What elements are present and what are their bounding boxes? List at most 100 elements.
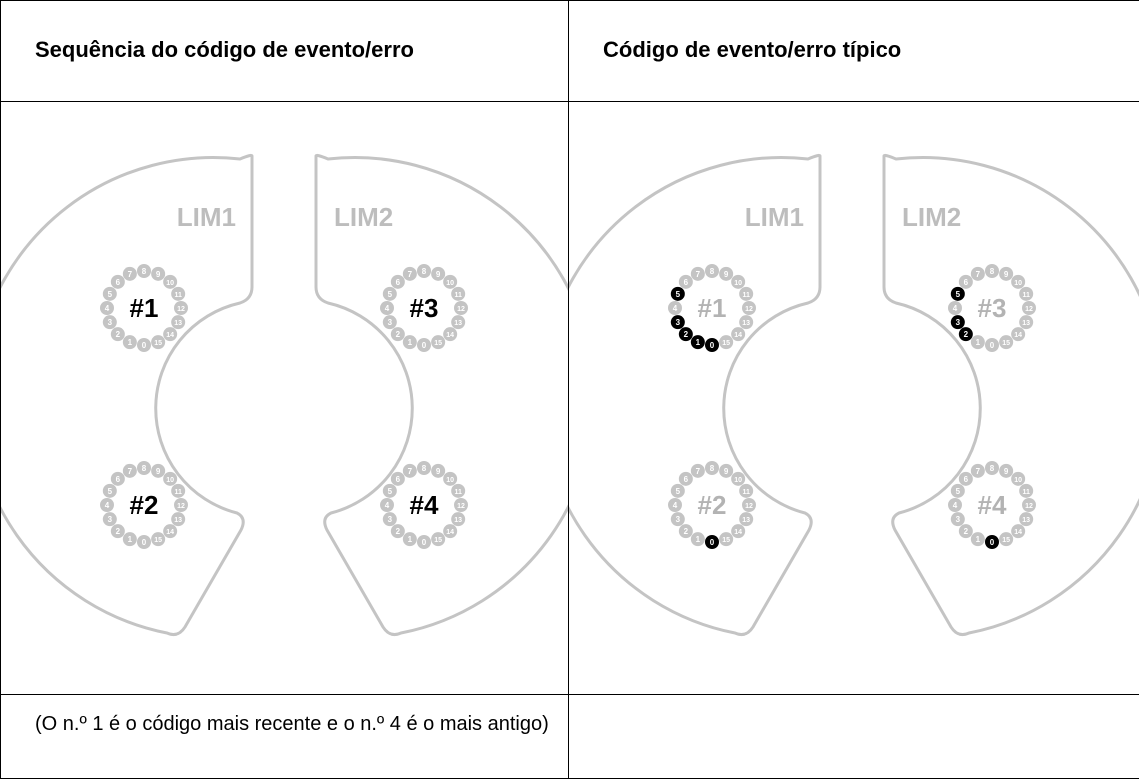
code-dot-label: 3 — [108, 318, 113, 327]
code-dot-0: 0 — [705, 338, 719, 352]
code-dot-15: 15 — [151, 532, 165, 546]
code-dot-12: 12 — [742, 498, 756, 512]
code-dot-4: 4 — [380, 498, 394, 512]
code-dot-5: 5 — [383, 287, 397, 301]
code-dot-9: 9 — [719, 267, 733, 281]
code-dot-7: 7 — [971, 267, 985, 281]
code-dot-14: 14 — [1011, 524, 1025, 538]
note-cell: (O n.º 1 é o código mais recente e o n.º… — [1, 695, 569, 779]
code-dot-label: 12 — [457, 306, 465, 313]
code-dot-label: 13 — [174, 320, 182, 327]
ring-label: #1 — [698, 293, 727, 323]
header-cell-sequence: Sequência do código de evento/erro — [1, 1, 569, 102]
code-dot-5: 5 — [103, 484, 117, 498]
code-dot-5: 5 — [383, 484, 397, 498]
code-dot-14: 14 — [731, 524, 745, 538]
code-dot-label: 15 — [722, 340, 730, 347]
code-dot-13: 13 — [451, 512, 465, 526]
code-dot-label: 6 — [964, 475, 969, 484]
code-dot-label: 8 — [710, 267, 715, 276]
code-dot-3: 3 — [383, 512, 397, 526]
code-dot-label: 2 — [684, 330, 689, 339]
code-dot-label: 0 — [990, 341, 995, 350]
code-dot-label: 10 — [1014, 477, 1022, 484]
code-dot-10: 10 — [1011, 472, 1025, 486]
code-dot-label: 14 — [166, 529, 174, 536]
code-dot-12: 12 — [1022, 301, 1036, 315]
code-dot-label: 0 — [142, 538, 147, 547]
code-dot-label: 12 — [177, 306, 185, 313]
code-dot-label: 15 — [154, 537, 162, 544]
code-dot-label: 5 — [676, 487, 681, 496]
code-dot-label: 7 — [128, 467, 133, 476]
code-dot-8: 8 — [417, 461, 431, 475]
code-dot-7: 7 — [403, 464, 417, 478]
code-dot-label: 4 — [385, 501, 390, 510]
code-dot-7: 7 — [691, 464, 705, 478]
code-dot-label: 6 — [964, 278, 969, 287]
code-dot-label: 10 — [1014, 280, 1022, 287]
code-dot-label: 5 — [108, 487, 113, 496]
code-dot-12: 12 — [454, 301, 468, 315]
code-dot-13: 13 — [171, 315, 185, 329]
code-dot-13: 13 — [451, 315, 465, 329]
code-dot-2: 2 — [391, 327, 405, 341]
code-dot-label: 12 — [1025, 503, 1033, 510]
code-dot-label: 8 — [422, 267, 427, 276]
code-dot-label: 0 — [710, 538, 715, 547]
code-dot-label: 13 — [454, 320, 462, 327]
code-dot-label: 11 — [1022, 292, 1030, 299]
code-dot-label: 10 — [734, 477, 742, 484]
code-dot-label: 6 — [396, 278, 401, 287]
code-dot-label: 9 — [156, 270, 161, 279]
code-dot-3: 3 — [951, 512, 965, 526]
code-dot-label: 14 — [166, 332, 174, 339]
code-dot-12: 12 — [174, 498, 188, 512]
code-dot-label: 14 — [1014, 332, 1022, 339]
code-dot-label: 14 — [1014, 529, 1022, 536]
code-dot-3: 3 — [103, 512, 117, 526]
code-dot-7: 7 — [123, 267, 137, 281]
code-dot-label: 4 — [105, 304, 110, 313]
code-dot-label: 7 — [976, 467, 981, 476]
code-dot-label: 10 — [166, 477, 174, 484]
code-dot-6: 6 — [959, 472, 973, 486]
code-dot-12: 12 — [174, 301, 188, 315]
code-dot-label: 14 — [734, 529, 742, 536]
code-dot-label: 12 — [1025, 306, 1033, 313]
code-dot-label: 11 — [454, 489, 462, 496]
code-dot-label: 6 — [684, 475, 689, 484]
code-dot-4: 4 — [380, 301, 394, 315]
code-dot-10: 10 — [443, 275, 457, 289]
code-dot-label: 9 — [724, 467, 729, 476]
code-dot-3: 3 — [671, 512, 685, 526]
code-dot-label: 11 — [454, 292, 462, 299]
code-dot-label: 15 — [434, 537, 442, 544]
code-dot-6: 6 — [391, 472, 405, 486]
code-dot-label: 3 — [676, 515, 681, 524]
code-dot-11: 11 — [171, 287, 185, 301]
code-dot-10: 10 — [443, 472, 457, 486]
code-dot-14: 14 — [443, 327, 457, 341]
code-dot-5: 5 — [951, 484, 965, 498]
code-dot-4: 4 — [668, 301, 682, 315]
code-dot-0: 0 — [985, 535, 999, 549]
code-dot-5: 5 — [951, 287, 965, 301]
code-dot-1: 1 — [123, 335, 137, 349]
code-dot-label: 0 — [142, 341, 147, 350]
code-dot-label: 14 — [734, 332, 742, 339]
code-dot-label: 5 — [388, 290, 393, 299]
code-dot-label: 2 — [684, 527, 689, 536]
code-dot-13: 13 — [1019, 512, 1033, 526]
code-dot-label: 7 — [696, 270, 701, 279]
header-typical: Código de evento/erro típico — [569, 1, 1139, 63]
code-dot-11: 11 — [1019, 484, 1033, 498]
code-dot-label: 3 — [388, 515, 393, 524]
code-dot-6: 6 — [679, 275, 693, 289]
code-dot-label: 2 — [116, 330, 121, 339]
code-dot-label: 1 — [976, 535, 981, 544]
